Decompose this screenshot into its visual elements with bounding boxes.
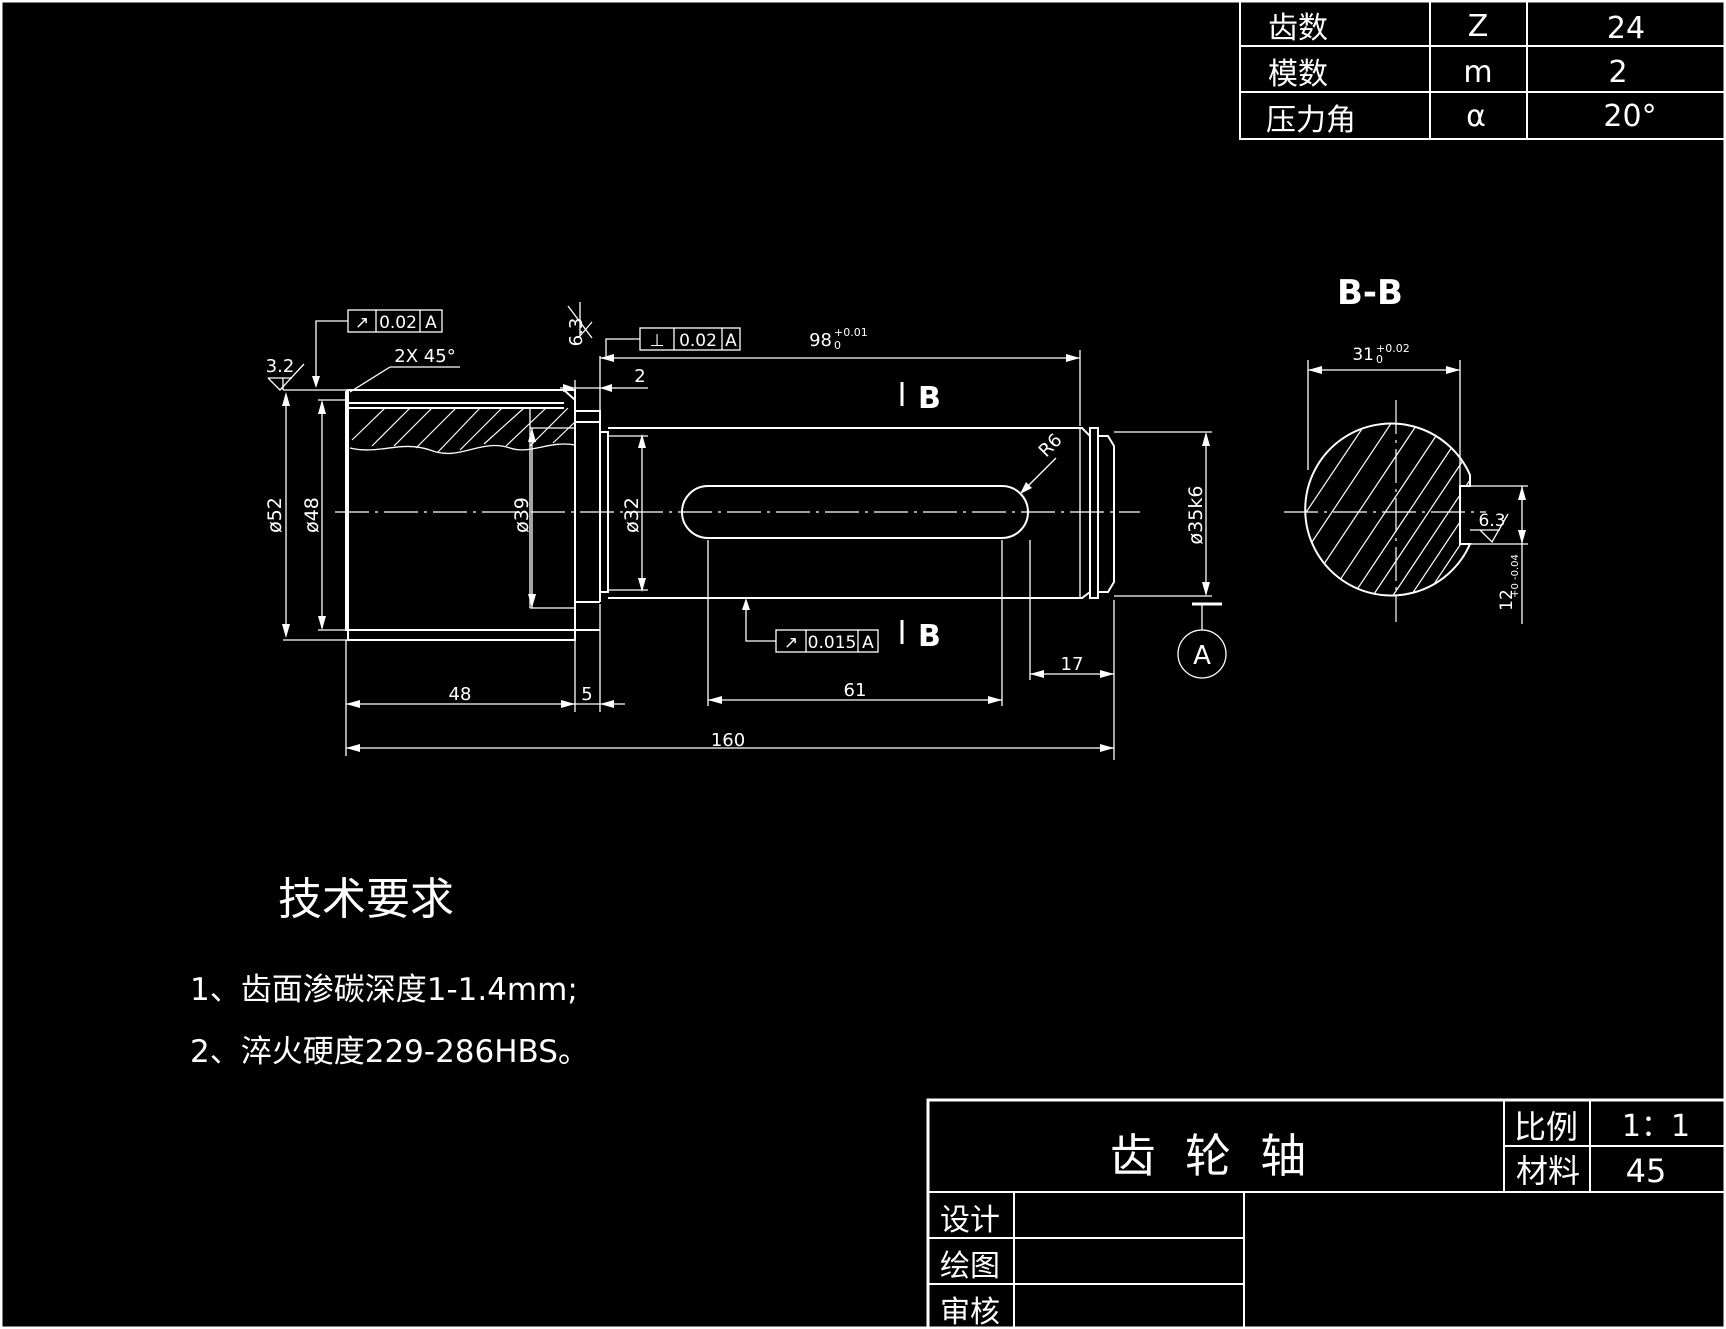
main-view: ø52 ø48 ø39 ø32 [264, 302, 1227, 760]
gear-row-value-3: 20° [1603, 99, 1656, 134]
section-mark-bottom: B [900, 619, 941, 654]
material-value: 45 [1626, 1152, 1667, 1190]
scale-value: 1：1 [1622, 1109, 1690, 1144]
roughness-6-3-shoulder: 6.3 [566, 302, 593, 346]
gear-row-value-2: 2 [1608, 55, 1627, 90]
gear-hatching [351, 407, 576, 453]
dim-98-tol-lower: 0 [834, 339, 841, 352]
tech-req-title: 技术要求 [278, 874, 454, 925]
section-dim-12: 12 [1497, 589, 1517, 611]
gear-row-symbol-3: α [1466, 99, 1486, 134]
chamfer-callout: 2X 45° [349, 346, 460, 393]
technical-requirements: 技术要求 1、齿面渗碳深度1-1.4mm; 2、淬火硬度229-286HBS。 [190, 874, 589, 1070]
dim-61-label: 61 [844, 680, 867, 701]
gear-row-value-1: 24 [1607, 11, 1645, 46]
dimension-dia-48: ø48 [301, 399, 348, 631]
keyway-slot [681, 485, 1029, 539]
gear-row-name-2: 模数 [1268, 57, 1328, 92]
drawing-label: 绘图 [940, 1249, 1000, 1284]
radius-callout: R6 [1020, 430, 1066, 494]
dia-39-label: ø39 [511, 497, 533, 533]
gear-row-symbol-1: Z [1468, 9, 1489, 44]
gear-row-name-3: 压力角 [1266, 103, 1356, 138]
dimension-dia-39: ø39 [511, 428, 536, 608]
datum-a-marker: A [1177, 602, 1227, 679]
runout-top-value: 0.02 [379, 313, 417, 333]
runout-top-datum: A [425, 313, 437, 333]
radius-label: R6 [1035, 430, 1067, 462]
dim-48-label: 48 [449, 684, 472, 705]
datum-a-label: A [1193, 641, 1211, 671]
tech-req-item-2: 2、淬火硬度229-286HBS。 [190, 1034, 589, 1070]
chamfer-label: 2X 45° [394, 346, 455, 367]
dimension-61: 61 [707, 540, 1003, 706]
perp-value: 0.02 [679, 331, 717, 351]
section-roughness-label: 6.3 [1478, 511, 1505, 531]
runout-top-symbol: ↗ [355, 313, 369, 333]
dimension-dia-35k6: ø35k6 [1114, 431, 1212, 597]
dia-32-label: ø32 [621, 497, 643, 533]
runout-bottom-symbol: ↗ [784, 633, 798, 653]
tolerance-frame-runout-top: ↗ 0.02 A [312, 309, 443, 388]
runout-bottom-datum: A [862, 633, 874, 653]
part-name: 齿 轮 轴 [1110, 1129, 1307, 1183]
dimension-48: 48 5 [345, 604, 625, 756]
dimension-2: 2 [560, 366, 648, 392]
tolerance-frame-perpendicularity: ⊥ 0.02 A [605, 327, 741, 356]
section-view-b-b: B-B 31 +0.02 0 [1284, 273, 1528, 624]
section-outline [1304, 422, 1472, 597]
dimension-98: 98 +0.01 0 [599, 326, 1081, 426]
dim-2-label: 2 [634, 366, 645, 387]
roughness-3-2-label: 3.2 [266, 356, 295, 377]
dia-48-label: ø48 [301, 497, 323, 533]
dimension-dia-52: ø52 [264, 389, 348, 641]
review-label: 审核 [940, 1295, 1000, 1329]
dimension-17: 17 [1029, 540, 1115, 760]
gear-row-name-1: 齿数 [1268, 11, 1328, 46]
section-dim-31: 31 [1352, 345, 1374, 365]
dim-98-label: 98 [809, 330, 832, 351]
section-dim-31-tol-upper: +0.02 [1376, 342, 1410, 355]
design-label: 设计 [940, 1203, 1000, 1238]
dimension-dia-32: ø32 [608, 434, 648, 592]
dia-35k6-label: ø35k6 [1185, 486, 1207, 545]
section-title: B-B [1337, 273, 1403, 313]
break-line [349, 443, 576, 455]
title-block: 齿 轮 轴 比例 1：1 材料 45 设计 绘图 审核 [926, 1098, 1726, 1329]
tech-req-item-1: 1、齿面渗碳深度1-1.4mm; [190, 972, 578, 1008]
dim-160-label: 160 [711, 730, 745, 751]
section-mark-bottom-label: B [918, 619, 941, 654]
gear-parameter-table: 齿数 Z 24 模数 m 2 压力角 α 20° [1239, 0, 1726, 140]
dia-52-label: ø52 [264, 497, 286, 533]
material-label: 材料 [1516, 1152, 1580, 1190]
dimension-160: 160 [346, 730, 1114, 752]
dim-5-label: 5 [581, 684, 592, 705]
gear-row-symbol-2: m [1463, 55, 1492, 90]
runout-bottom-value: 0.015 [808, 633, 857, 653]
section-mark-top-label: B [918, 381, 941, 416]
tolerance-frame-runout-bottom: ↗ 0.015 A [742, 598, 879, 653]
perp-datum: A [725, 331, 737, 351]
scale-label: 比例 [1514, 1108, 1578, 1146]
dim-98-tol-upper: +0.01 [834, 326, 868, 339]
section-mark-top: B [900, 381, 941, 416]
shaft-body [608, 427, 1091, 599]
perp-symbol: ⊥ [650, 331, 665, 351]
section-dim-31-tol-lower: 0 [1376, 353, 1383, 366]
dim-17-label: 17 [1061, 654, 1084, 675]
roughness-3-2: 3.2 [266, 356, 305, 391]
section-dim-12-tol: +0 -0.04 [1510, 554, 1521, 598]
